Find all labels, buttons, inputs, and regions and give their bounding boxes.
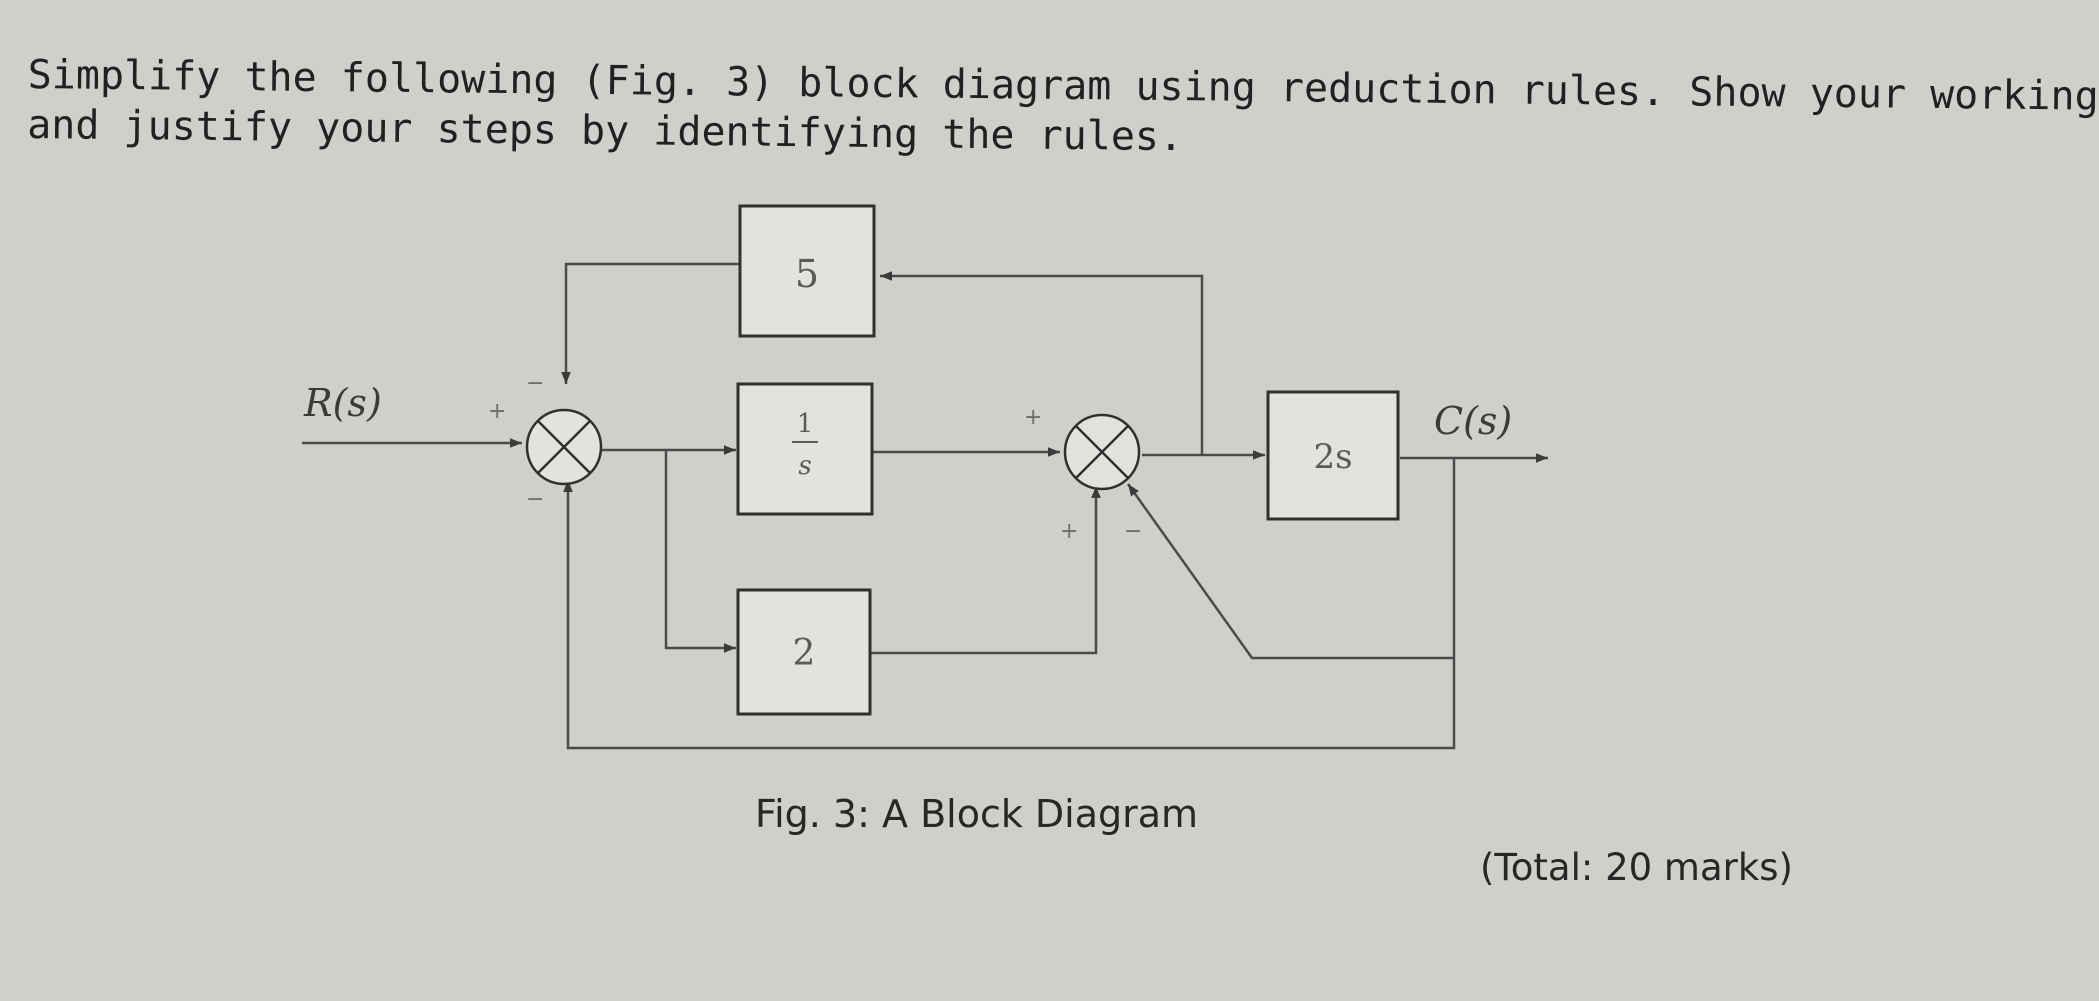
block-5-label: 5 bbox=[795, 252, 819, 296]
figure-caption: Fig. 3: A Block Diagram bbox=[755, 792, 1199, 836]
integrator-numerator: 1 bbox=[797, 409, 814, 439]
sign-sj1-bottom: − bbox=[526, 487, 544, 512]
line-outer-feedback bbox=[563, 458, 1456, 750]
line-block5-to-sj1 bbox=[561, 262, 740, 384]
block-2-label: 2 bbox=[793, 633, 816, 674]
line-branch-to-block2 bbox=[664, 450, 736, 653]
integrator-denominator: s bbox=[798, 451, 811, 481]
sign-sj2-bottom: + bbox=[1060, 519, 1078, 544]
block-diagram: 5 1 s 2 2s R(s) C(s) + − − + + − bbox=[302, 204, 1548, 750]
sign-sj1-left: + bbox=[488, 399, 506, 424]
block-2 bbox=[736, 588, 872, 716]
sign-sj2-diag: − bbox=[1124, 519, 1142, 544]
line-diagonal-feedback bbox=[1126, 483, 1454, 660]
output-label: C(s) bbox=[1434, 399, 1512, 443]
block-plant bbox=[1266, 390, 1400, 521]
sign-sj1-top: − bbox=[526, 371, 544, 396]
total-marks: (Total: 20 marks) bbox=[1480, 846, 1793, 889]
block-plant-label: 2s bbox=[1313, 437, 1352, 477]
line-block2-to-sj2 bbox=[870, 486, 1101, 655]
block-integrator bbox=[736, 382, 874, 516]
summing-junction-2 bbox=[1063, 413, 1141, 491]
summing-junction-1 bbox=[525, 408, 603, 486]
sign-sj2-left: + bbox=[1024, 405, 1042, 430]
line-feedback-to-block5 bbox=[880, 271, 1204, 455]
block-5 bbox=[738, 204, 876, 338]
input-label: R(s) bbox=[303, 381, 382, 425]
